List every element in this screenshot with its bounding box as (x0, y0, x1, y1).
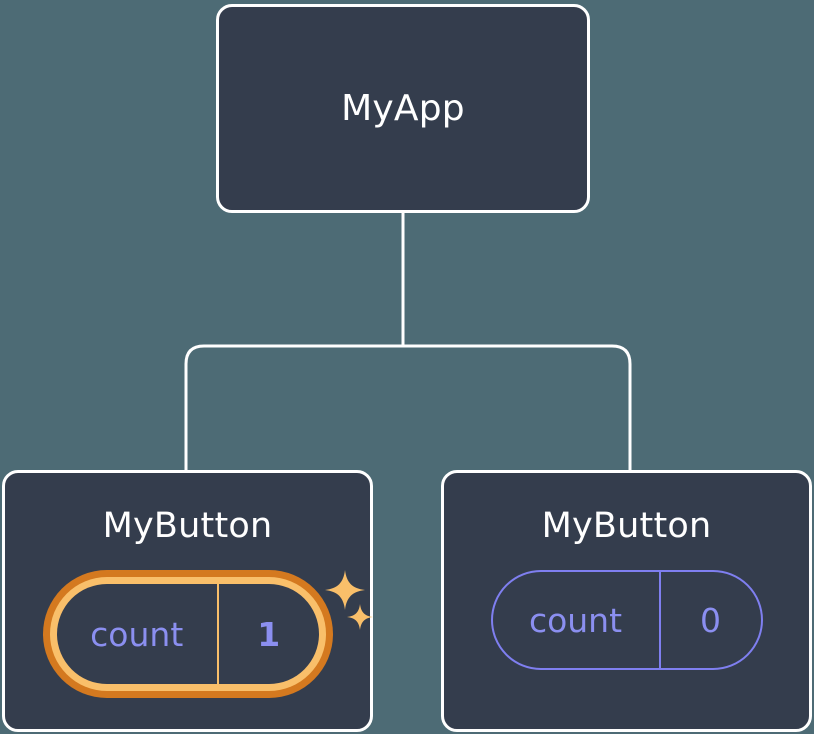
state-value-left: 1 (257, 614, 281, 654)
state-pill-highlight-ring: count 1 (49, 577, 326, 691)
node-myapp-label: MyApp (341, 87, 465, 129)
state-pill-right-wrapper: count 0 (490, 570, 763, 670)
node-mybutton-right[interactable]: MyButton count 0 (441, 470, 812, 732)
state-key-right: count (493, 572, 661, 668)
sparkle-small-icon (346, 604, 373, 630)
state-pill-plain[interactable]: count 0 (490, 570, 763, 670)
node-mybutton-left-label: MyButton (102, 506, 273, 546)
state-pill-left-wrapper: count 1 (42, 570, 373, 698)
node-myapp[interactable]: MyApp (216, 4, 590, 213)
state-pill-body: count 1 (56, 584, 319, 684)
node-mybutton-left[interactable]: MyButton count 1 (2, 470, 373, 732)
state-value-right: 0 (700, 600, 721, 640)
edge-branch-bar (184, 344, 632, 470)
sparkle-large-icon (324, 570, 365, 610)
node-mybutton-right-label: MyButton (541, 506, 712, 546)
state-key-left: count (57, 584, 219, 684)
state-pill-highlighted[interactable]: count 1 (42, 570, 333, 698)
